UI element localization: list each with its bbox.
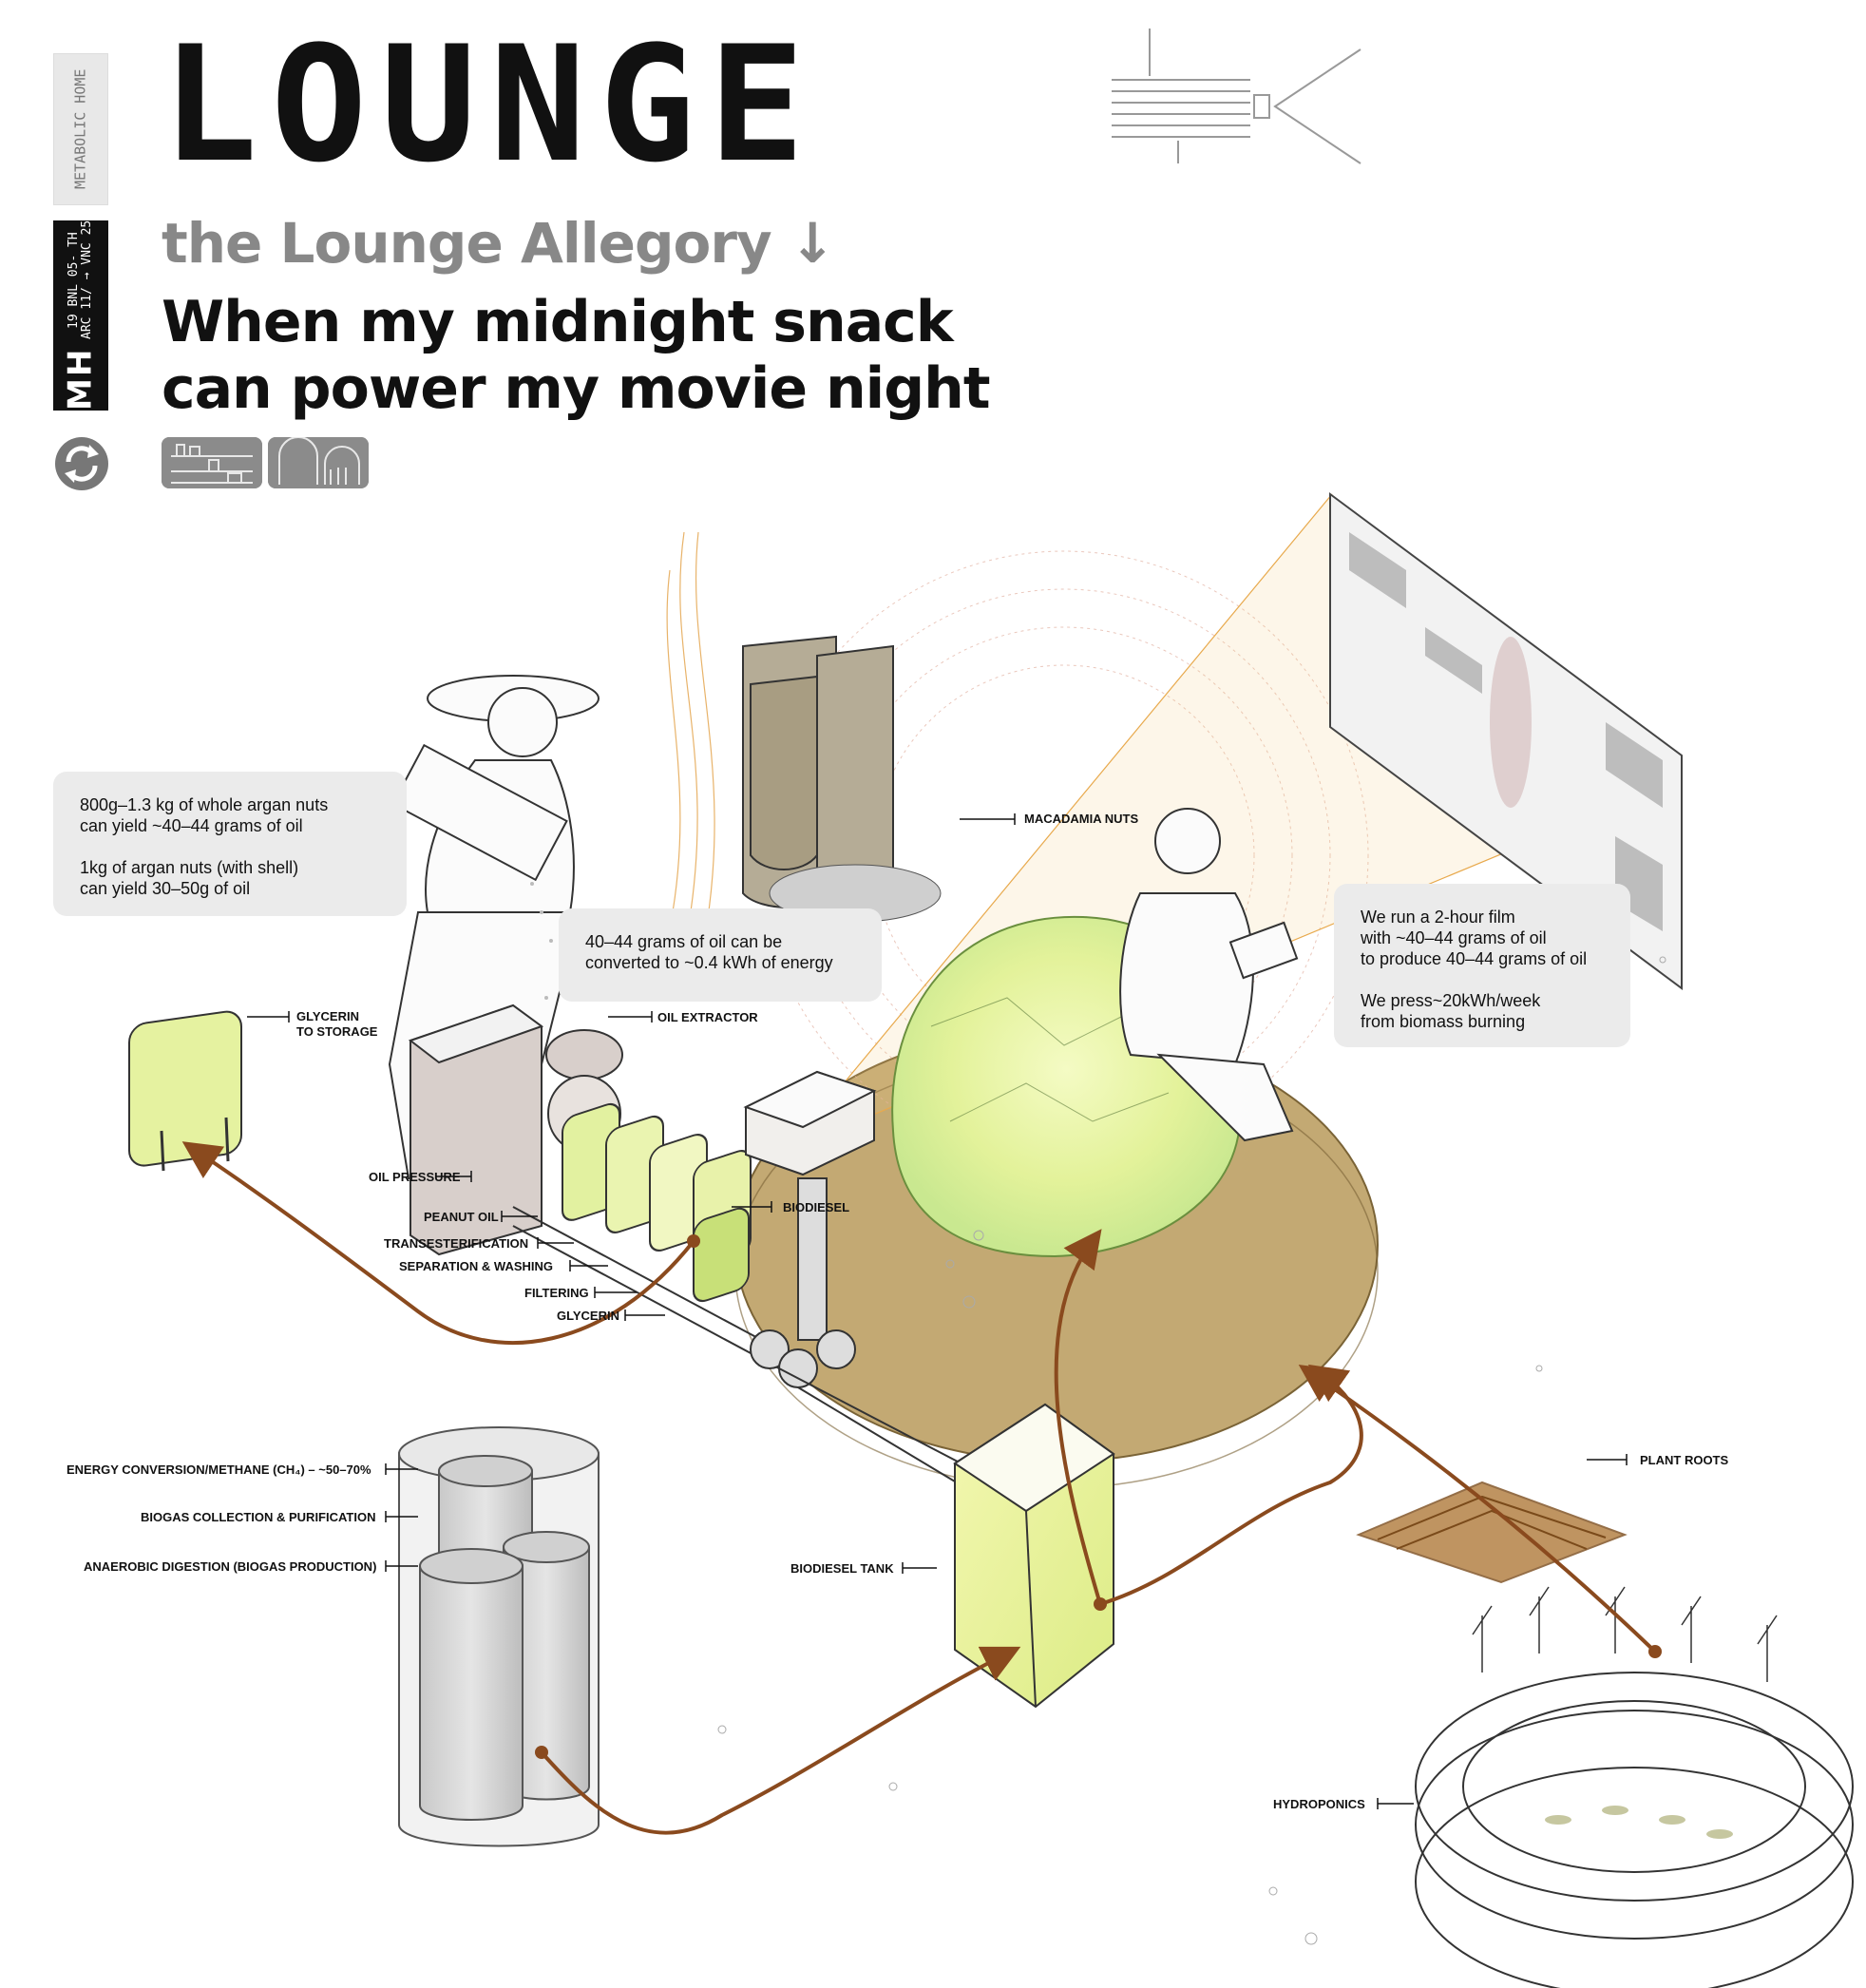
biogas-digesters — [398, 1426, 600, 1847]
callout-film-energy: We run a 2-hour film with ~40–44 grams o… — [1334, 884, 1630, 1047]
page-title: LOUNGE — [162, 11, 818, 198]
process-plates — [562, 1102, 752, 1303]
label-separation-washing: SEPARATION & WASHING — [399, 1259, 554, 1273]
side-mark: MH — [61, 347, 100, 411]
headline-line-1: When my midnight snack — [162, 289, 954, 355]
label-glycerin: GLYCERIN — [557, 1309, 619, 1323]
callout-argan-yield: 800g–1.3 kg of whole argan nuts can yiel… — [53, 772, 407, 916]
label-transesterification: TRANSESTERIFICATION — [384, 1236, 529, 1251]
nut-sacks — [742, 635, 894, 908]
callout-text: We run a 2-hour film — [1361, 908, 1515, 927]
engine-assembly — [750, 1177, 856, 1388]
headline-line-2: can power my movie night — [162, 355, 991, 422]
side-code: 19 BNL 05- TH ARC 11/ → VNC 25 — [67, 220, 94, 340]
label-biogas-collection: BIOGAS COLLECTION & PURIFICATION — [141, 1510, 376, 1524]
side-label-metabolic-home: METABOLIC HOME — [53, 53, 108, 205]
callout-text: converted to ~0.4 kWh of energy — [585, 953, 833, 972]
label-anaerobic-digestion: ANAEROBIC DIGESTION (BIOGAS PRODUCTION) — [84, 1559, 377, 1574]
label-text: TO STORAGE — [296, 1024, 378, 1039]
biodiesel-tank — [953, 1403, 1115, 1709]
label-energy-conversion: ENERGY CONVERSION/METHANE (CH₄) – ~50–70… — [67, 1462, 371, 1477]
side-mark-block: MH 19 BNL 05- TH ARC 11/ → VNC 25 — [53, 220, 108, 411]
callout-text: 40–44 grams of oil can be — [585, 932, 783, 951]
label-text: GLYCERIN — [296, 1009, 359, 1023]
label-macadamia-nuts: MACADAMIA NUTS — [1024, 812, 1139, 826]
callout-text: 1kg of argan nuts (with shell) — [80, 858, 299, 877]
label-oil-pressure: OIL PRESSURE — [369, 1170, 461, 1184]
label-biodiesel: BIODIESEL — [783, 1200, 850, 1214]
headline: When my midnight snack can power my movi… — [162, 289, 991, 422]
callout-text: to produce 40–44 grams of oil — [1361, 949, 1588, 968]
callout-text: can yield ~40–44 grams of oil — [80, 816, 303, 835]
label-filtering: FILTERING — [524, 1286, 589, 1300]
callout-oil-energy: 40–44 grams of oil can be converted to ~… — [559, 908, 882, 1002]
arch-icon — [268, 437, 369, 488]
callout-text: can yield 30–50g of oil — [80, 879, 251, 898]
glycerin-storage — [128, 1010, 242, 1167]
page-subtitle: the Lounge Allegory ↓ — [162, 211, 836, 276]
seated-figure — [1119, 808, 1299, 1142]
label-peanut-oil: PEANUT OIL — [424, 1210, 499, 1224]
label-plant-roots: PLANT ROOTS — [1640, 1453, 1729, 1467]
callout-text: We press~20kWh/week — [1361, 991, 1541, 1010]
callout-text: 800g–1.3 kg of whole argan nuts — [80, 795, 329, 814]
label-biodiesel-tank: BIODIESEL TANK — [790, 1561, 894, 1576]
plant-roots — [1356, 1481, 1628, 1584]
callout-text: from biomass burning — [1361, 1012, 1526, 1031]
label-oil-extractor: OIL EXTRACTOR — [657, 1010, 758, 1024]
callout-text: with ~40–44 grams of oil — [1361, 928, 1547, 947]
header-emblem — [1112, 29, 1361, 164]
shelf-icon — [162, 437, 262, 488]
label-hydroponics: HYDROPONICS — [1273, 1797, 1365, 1811]
hydroponics-ring — [1415, 1672, 1854, 1988]
label-glycerin-storage: GLYCERIN TO STORAGE — [296, 1009, 377, 1040]
cycle-icon — [55, 437, 108, 490]
